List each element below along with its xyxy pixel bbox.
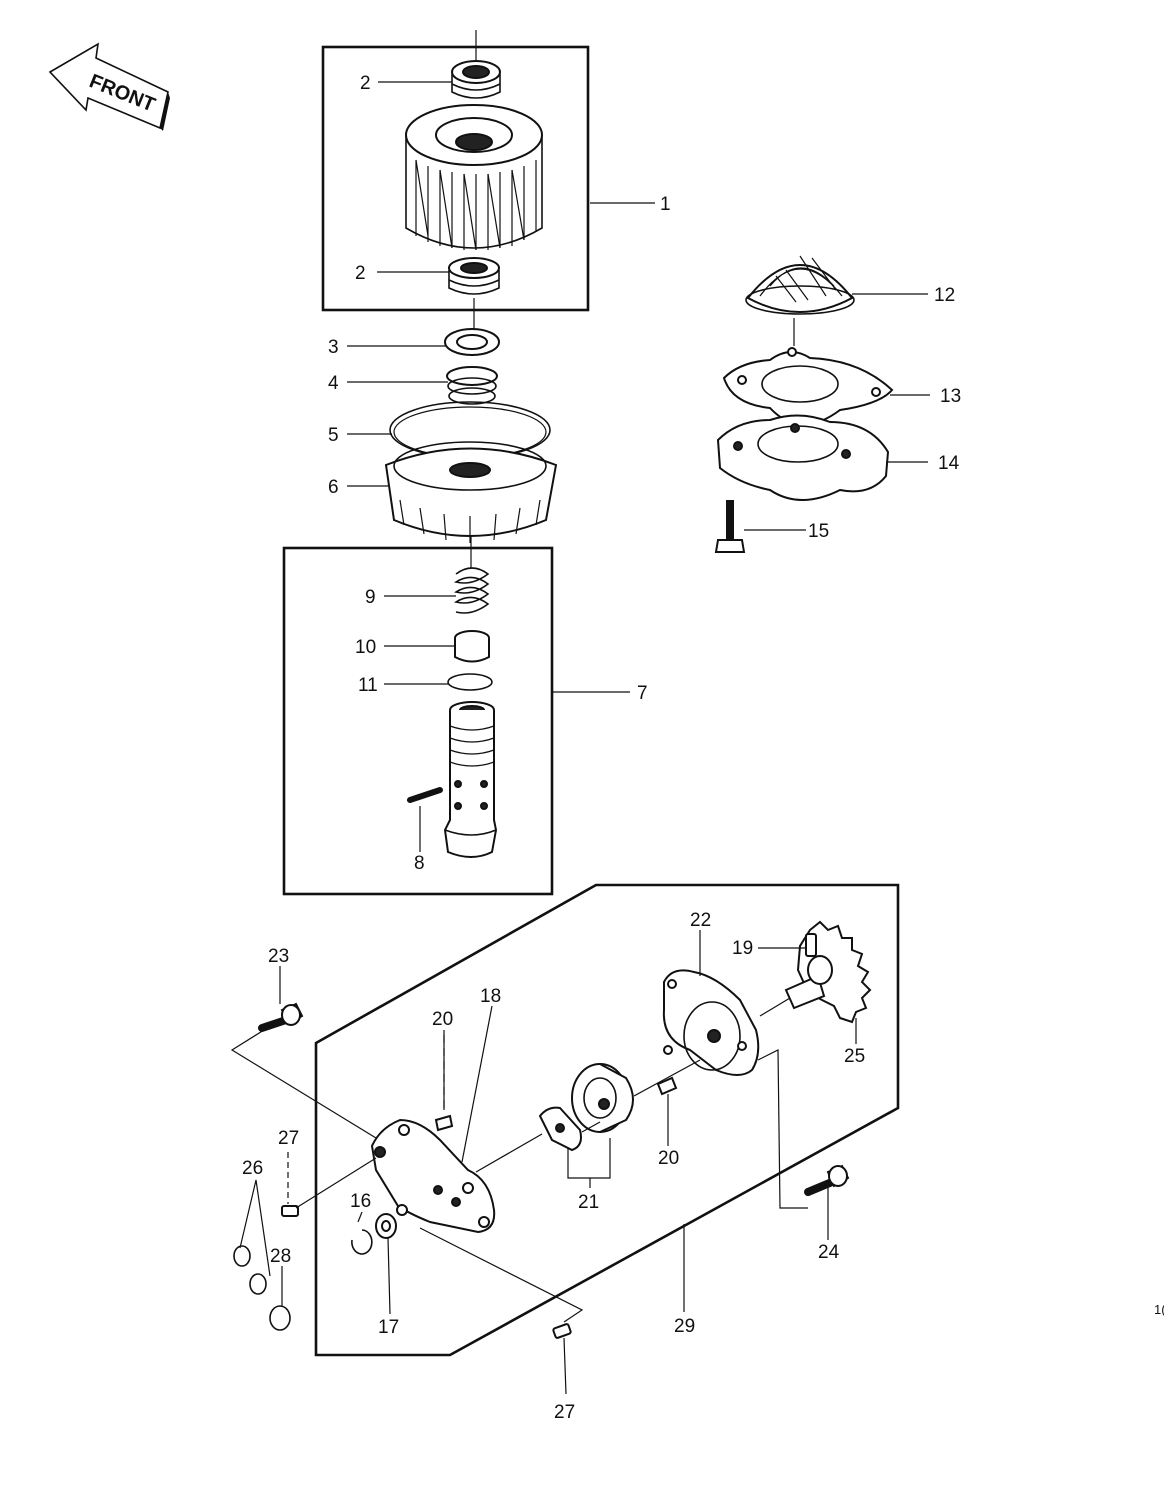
oil-screen <box>745 255 855 315</box>
callout-17: 17 <box>378 1317 399 1338</box>
bypass-valve <box>454 630 490 663</box>
bypass-spring <box>453 567 490 614</box>
bolt-o-ring <box>447 673 493 691</box>
leader-lines <box>239 81 930 1395</box>
strainer-housing <box>716 414 890 501</box>
callout-23: 23 <box>268 946 289 967</box>
edge-text: 1( <box>1154 1302 1164 1317</box>
o-ring-26b <box>249 1273 267 1295</box>
callout-2-bottom: 2 <box>355 263 366 284</box>
callout-2-top: 2 <box>360 73 371 94</box>
callout-9: 9 <box>365 587 376 608</box>
bolt-pin <box>407 787 443 803</box>
strainer-gasket <box>722 347 894 426</box>
callout-21: 21 <box>578 1192 599 1213</box>
dowel-pin-27-left <box>281 1205 299 1217</box>
callout-7: 7 <box>637 683 648 704</box>
callout-14: 14 <box>938 453 960 474</box>
dowel-pin-27-bottom <box>552 1323 572 1339</box>
callout-29: 29 <box>674 1316 695 1337</box>
callout-15: 15 <box>808 521 829 542</box>
pump-body <box>662 969 760 1076</box>
filter-top-grommet <box>451 60 501 99</box>
callout-20-right: 20 <box>658 1148 679 1169</box>
circlip <box>351 1229 373 1255</box>
callout-16: 16 <box>350 1191 371 1212</box>
filter-assembly-box <box>321 45 590 312</box>
oil-pump-box <box>314 883 900 1357</box>
callout-13: 13 <box>940 386 961 407</box>
pump-drive-gear <box>784 920 872 1024</box>
strainer-bolt <box>714 500 746 553</box>
dowel-pin-right <box>656 1076 678 1096</box>
pump-mount-bolt-right <box>804 1164 850 1196</box>
callout-1: 1 <box>660 194 671 215</box>
callout-18: 18 <box>480 986 501 1007</box>
o-ring-28 <box>269 1305 291 1331</box>
oil-filter-element <box>405 104 543 251</box>
pump-outer-rotor <box>571 1063 634 1133</box>
filter-bolt-box <box>282 546 554 896</box>
pump-cover <box>370 1118 496 1234</box>
o-ring-26a <box>233 1245 251 1267</box>
callout-4: 4 <box>328 373 339 394</box>
filter-bolt <box>443 701 498 858</box>
callout-5: 5 <box>328 425 339 446</box>
callout-19: 19 <box>732 938 753 959</box>
filter-cover <box>384 441 558 543</box>
callout-6: 6 <box>328 477 339 498</box>
callout-8: 8 <box>414 853 425 874</box>
callout-12: 12 <box>934 285 955 306</box>
callout-20-left: 20 <box>432 1009 453 1030</box>
callout-3: 3 <box>328 337 339 358</box>
callout-10: 10 <box>355 637 376 658</box>
filter-bottom-grommet <box>448 257 500 295</box>
filter-spring <box>446 366 498 405</box>
callout-27-bottom: 27 <box>554 1402 575 1423</box>
callout-labels: 1 2 2 3 4 5 6 7 8 9 10 11 12 13 14 15 16… <box>242 73 1164 1423</box>
washer <box>444 328 500 356</box>
pump-washer <box>375 1213 397 1239</box>
callout-22: 22 <box>690 910 711 931</box>
pump-cover-bolt-left <box>258 1002 304 1032</box>
callout-11: 11 <box>358 675 378 696</box>
callout-28: 28 <box>270 1246 291 1267</box>
callout-25: 25 <box>844 1046 865 1067</box>
pump-inner-rotor <box>538 1106 582 1152</box>
callout-24: 24 <box>818 1242 840 1263</box>
dowel-pin-left <box>434 1114 454 1132</box>
callout-27-left: 27 <box>278 1128 299 1149</box>
callout-26: 26 <box>242 1158 263 1179</box>
front-direction-arrow: FRONT <box>48 42 170 131</box>
front-label: FRONT <box>86 70 158 116</box>
